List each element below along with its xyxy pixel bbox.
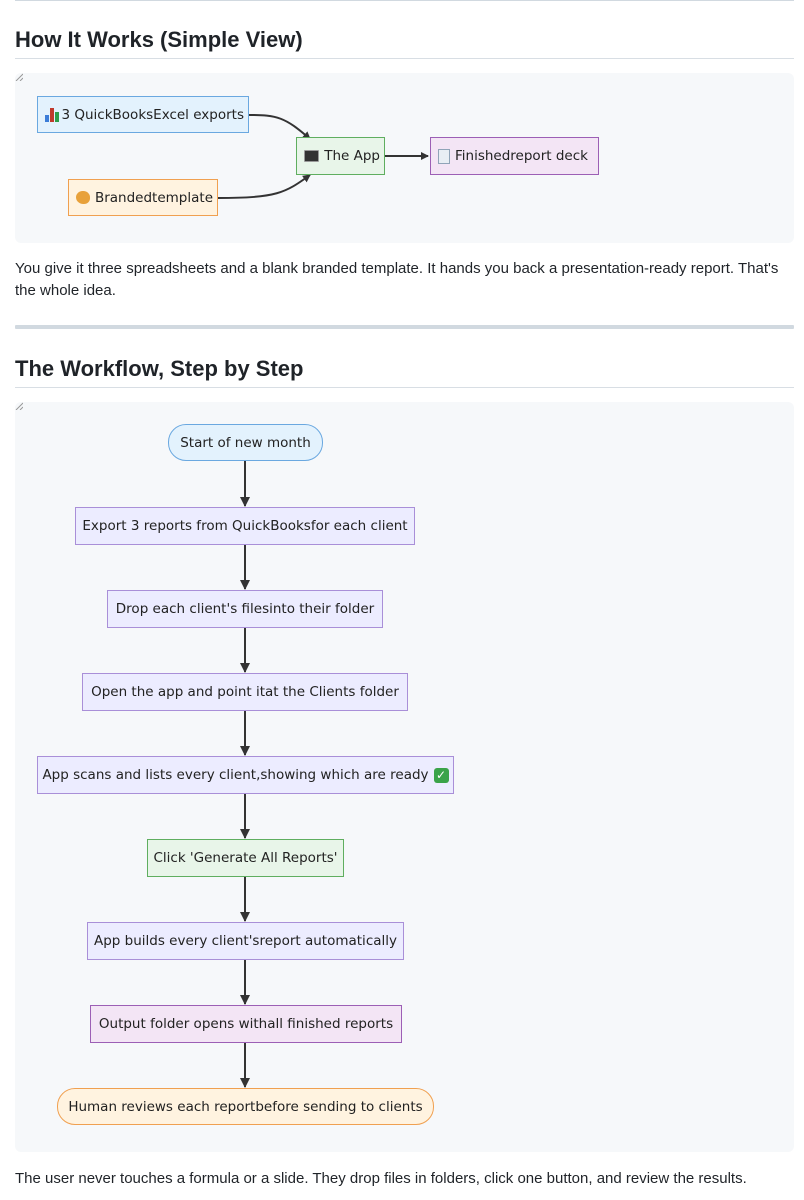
step-generate-all: Click 'Generate All Reports' [147,839,344,877]
step-drop-files: Drop each client's filesinto their folde… [107,590,383,628]
node-quickbooks-exports: 3 QuickBooksExcel exports [37,96,249,133]
node-label: 3 QuickBooksExcel exports [61,106,244,123]
resize-handle-icon[interactable] [15,73,23,81]
workflow-caption: The user never touches a formula or a sl… [15,1170,747,1187]
monitor-icon [304,150,320,162]
node-finished-report: Finishedreport deck [430,137,599,175]
node-branded-template: Brandedtemplate [68,179,218,216]
heading-underline [15,387,794,388]
step-start: Start of new month [168,424,323,461]
section-heading-workflow: The Workflow, Step by Step [15,356,304,381]
resize-handle-icon[interactable] [15,402,23,410]
workflow-diagram: Start of new month Export 3 reports from… [15,402,794,1152]
palette-icon [76,191,90,204]
node-label: The App [324,148,380,164]
simple-view-diagram: 3 QuickBooksExcel exports Brandedtemplat… [15,73,794,243]
top-divider [15,0,794,1]
step-open-app: Open the app and point itat the Clients … [82,673,408,711]
edge-exports-to-app [248,114,311,140]
section-heading-how-it-works: How It Works (Simple View) [15,27,303,52]
node-label: Finishedreport deck [455,148,588,164]
step-export-reports: Export 3 reports from QuickBooksfor each… [75,507,415,545]
step-output-folder: Output folder opens withall finished rep… [90,1005,402,1043]
check-mark-icon: ✓ [433,767,449,783]
edge-template-to-app [217,174,311,199]
node-the-app: The App [296,137,385,175]
node-label: Brandedtemplate [94,189,213,206]
simple-view-edges [217,114,429,199]
section-divider [15,325,794,329]
step-build-reports: App builds every client'sreport automati… [87,922,404,960]
simple-view-caption: You give it three spreadsheets and a bla… [15,260,779,299]
document-icon [438,148,450,164]
workflow-edges [240,460,250,1088]
step-human-review: Human reviews each reportbefore sending … [57,1088,434,1125]
step-scan-clients: App scans and lists every client,showing… [37,756,454,794]
heading-underline [15,58,794,59]
bar-chart-icon [45,107,59,122]
